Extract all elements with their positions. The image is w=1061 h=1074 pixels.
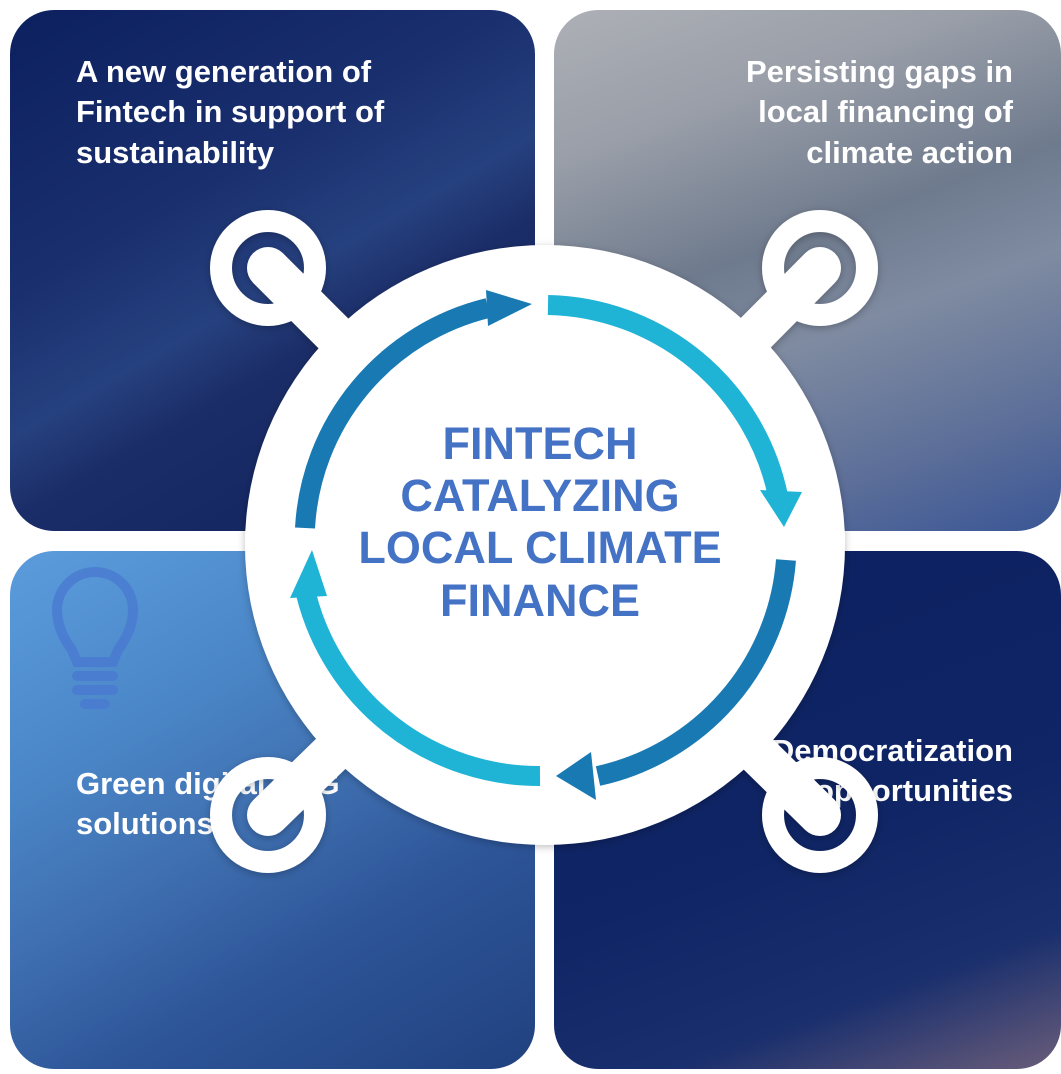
label-line: A new generation of: [76, 54, 372, 89]
arrow-bottom-right-head: [556, 752, 596, 800]
quadrant-top-right-label: Persisting gaps in local financing of cl…: [593, 52, 1013, 173]
center-title-line: FINTECH: [442, 418, 638, 469]
center-title-line: LOCAL CLIMATE: [358, 522, 722, 574]
arrow-bottom-right: [595, 559, 796, 786]
label-line: solutions: [76, 806, 214, 842]
center-title: FINTECH CATALYZING LOCAL CLIMATE FINANCE: [340, 418, 740, 627]
lightbulb-icon: [51, 567, 139, 709]
label-line: sustainability: [76, 134, 275, 170]
label-line: climate action: [806, 134, 1013, 170]
cycle-arrows: [290, 290, 802, 800]
label-line: Fintech in support of: [76, 94, 385, 130]
arrow-bottom-left: [296, 591, 541, 787]
arrow-top-right-head: [760, 490, 802, 527]
center-title-line: CATALYZING: [400, 470, 680, 522]
hub: [210, 210, 878, 873]
arrow-top-left: [295, 298, 491, 529]
center-title-line: FINANCE: [440, 574, 640, 626]
quadrant-top-left-label: A new generation of Fintech in support o…: [76, 52, 496, 173]
label-line: Persisting gaps in: [745, 54, 1013, 89]
arrow-bottom-left-head: [290, 550, 327, 598]
label-line: local financing of: [758, 94, 1013, 130]
arrow-top-left-head: [486, 290, 532, 326]
arrow-top-right: [547, 295, 788, 499]
